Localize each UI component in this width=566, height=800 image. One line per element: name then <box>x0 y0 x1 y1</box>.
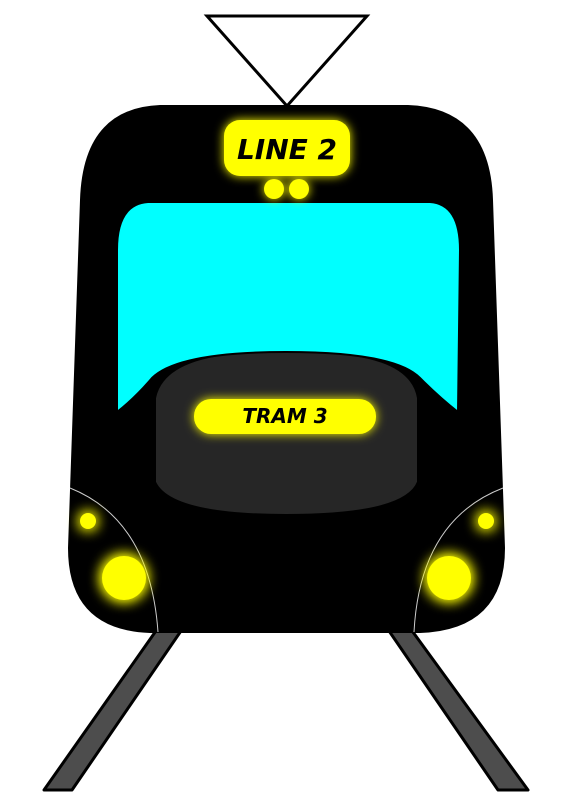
top-sign <box>224 120 350 176</box>
pantograph-icon <box>203 14 371 109</box>
top-sign-text: LINE 2 <box>237 133 337 166</box>
marker-light-right <box>289 179 309 199</box>
marker-light-left <box>264 179 284 199</box>
headlight-icon <box>102 556 146 600</box>
left-side-contour <box>69 487 159 633</box>
right-rail <box>385 626 530 792</box>
small-headlight-icon <box>478 513 494 529</box>
left-rail <box>42 626 185 792</box>
lower-sign <box>194 399 376 434</box>
marker-lights <box>264 179 309 199</box>
headlight-icon <box>427 556 471 600</box>
lower-sign-text: TRAM 3 <box>242 404 327 428</box>
rails <box>42 626 530 792</box>
windshield <box>116 201 462 415</box>
headlights <box>80 513 494 600</box>
right-side-contour <box>413 487 504 633</box>
small-headlight-icon <box>80 513 96 529</box>
